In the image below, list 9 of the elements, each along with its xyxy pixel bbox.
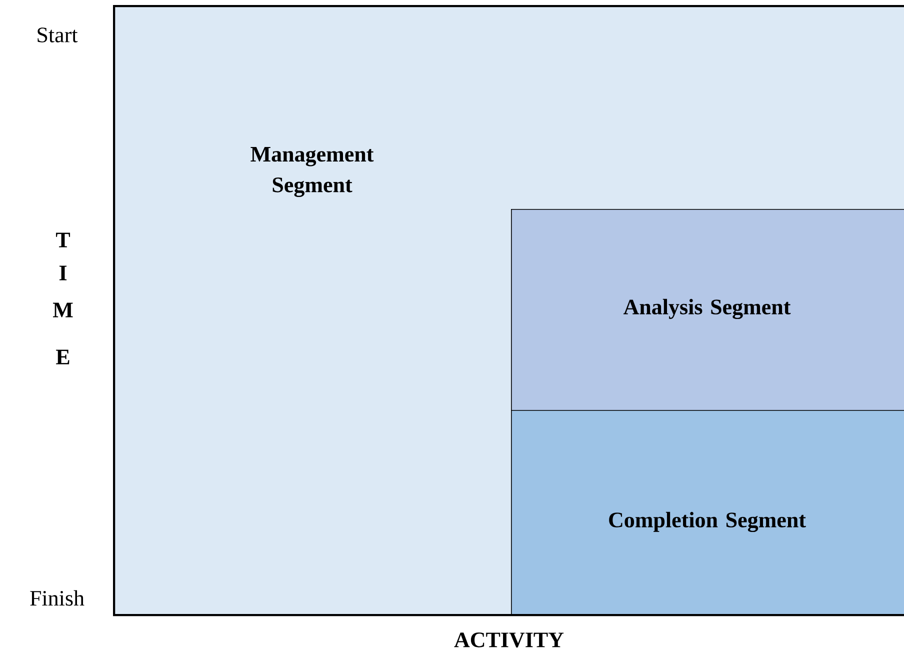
- axis-label: E: [56, 350, 70, 364]
- segment-box: Analysis Segment: [511, 209, 904, 411]
- axis-label: M: [53, 302, 73, 318]
- axis-label: ACTIVITY: [454, 632, 564, 648]
- segment-box: Completion Segment: [511, 410, 904, 615]
- axis-label: T: [56, 232, 70, 248]
- axis-label: Finish: [30, 590, 84, 606]
- axis-label: I: [59, 266, 67, 280]
- axis-label: Start: [38, 28, 78, 42]
